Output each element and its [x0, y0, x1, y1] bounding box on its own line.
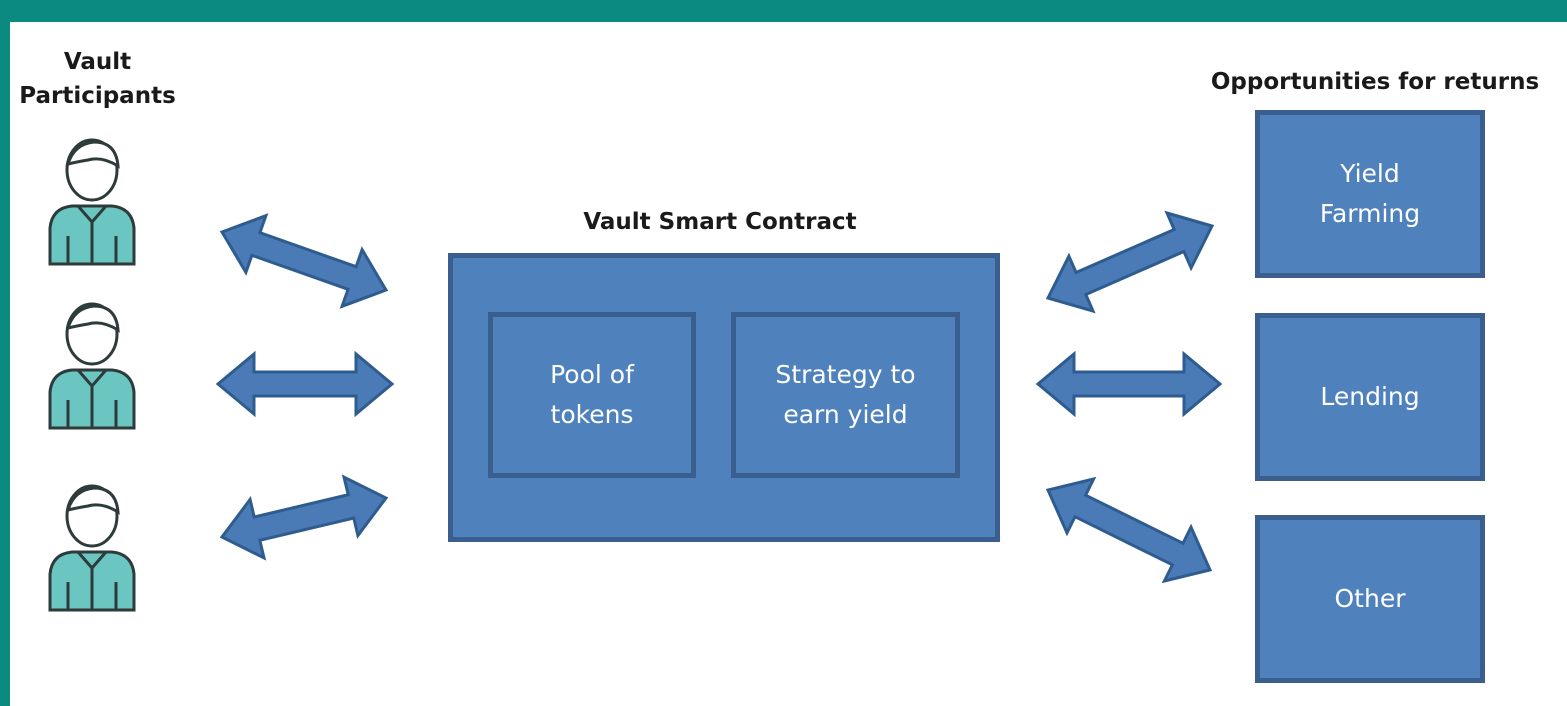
double-arrow-icon	[215, 350, 395, 418]
contract-title: Vault Smart Contract	[583, 209, 857, 235]
person-icon	[48, 302, 136, 430]
person-icon	[48, 484, 136, 612]
yield-farming-label: Yield Farming	[1319, 159, 1421, 228]
double-arrow-icon	[219, 213, 389, 309]
double-arrow-icon	[1035, 350, 1223, 418]
pool-of-tokens-box: Pool of tokens	[488, 312, 696, 478]
strategy-label: Strategy to earn yield	[775, 360, 916, 429]
pool-of-tokens-label: Pool of tokens	[550, 360, 634, 429]
participants-title: Vault Participants	[19, 49, 176, 109]
strategy-box: Strategy to earn yield	[731, 312, 960, 478]
lending-label: Lending	[1320, 382, 1420, 411]
returns-title: Opportunities for returns	[1210, 69, 1540, 95]
double-arrow-icon	[219, 474, 389, 561]
yield-farming-box: Yield Farming	[1255, 110, 1485, 278]
person-icon	[48, 138, 136, 266]
other-box: Other	[1255, 515, 1485, 683]
double-arrow-icon	[1045, 476, 1213, 584]
double-arrow-icon	[1045, 210, 1215, 314]
other-label: Other	[1334, 584, 1406, 613]
lending-box: Lending	[1255, 313, 1485, 481]
